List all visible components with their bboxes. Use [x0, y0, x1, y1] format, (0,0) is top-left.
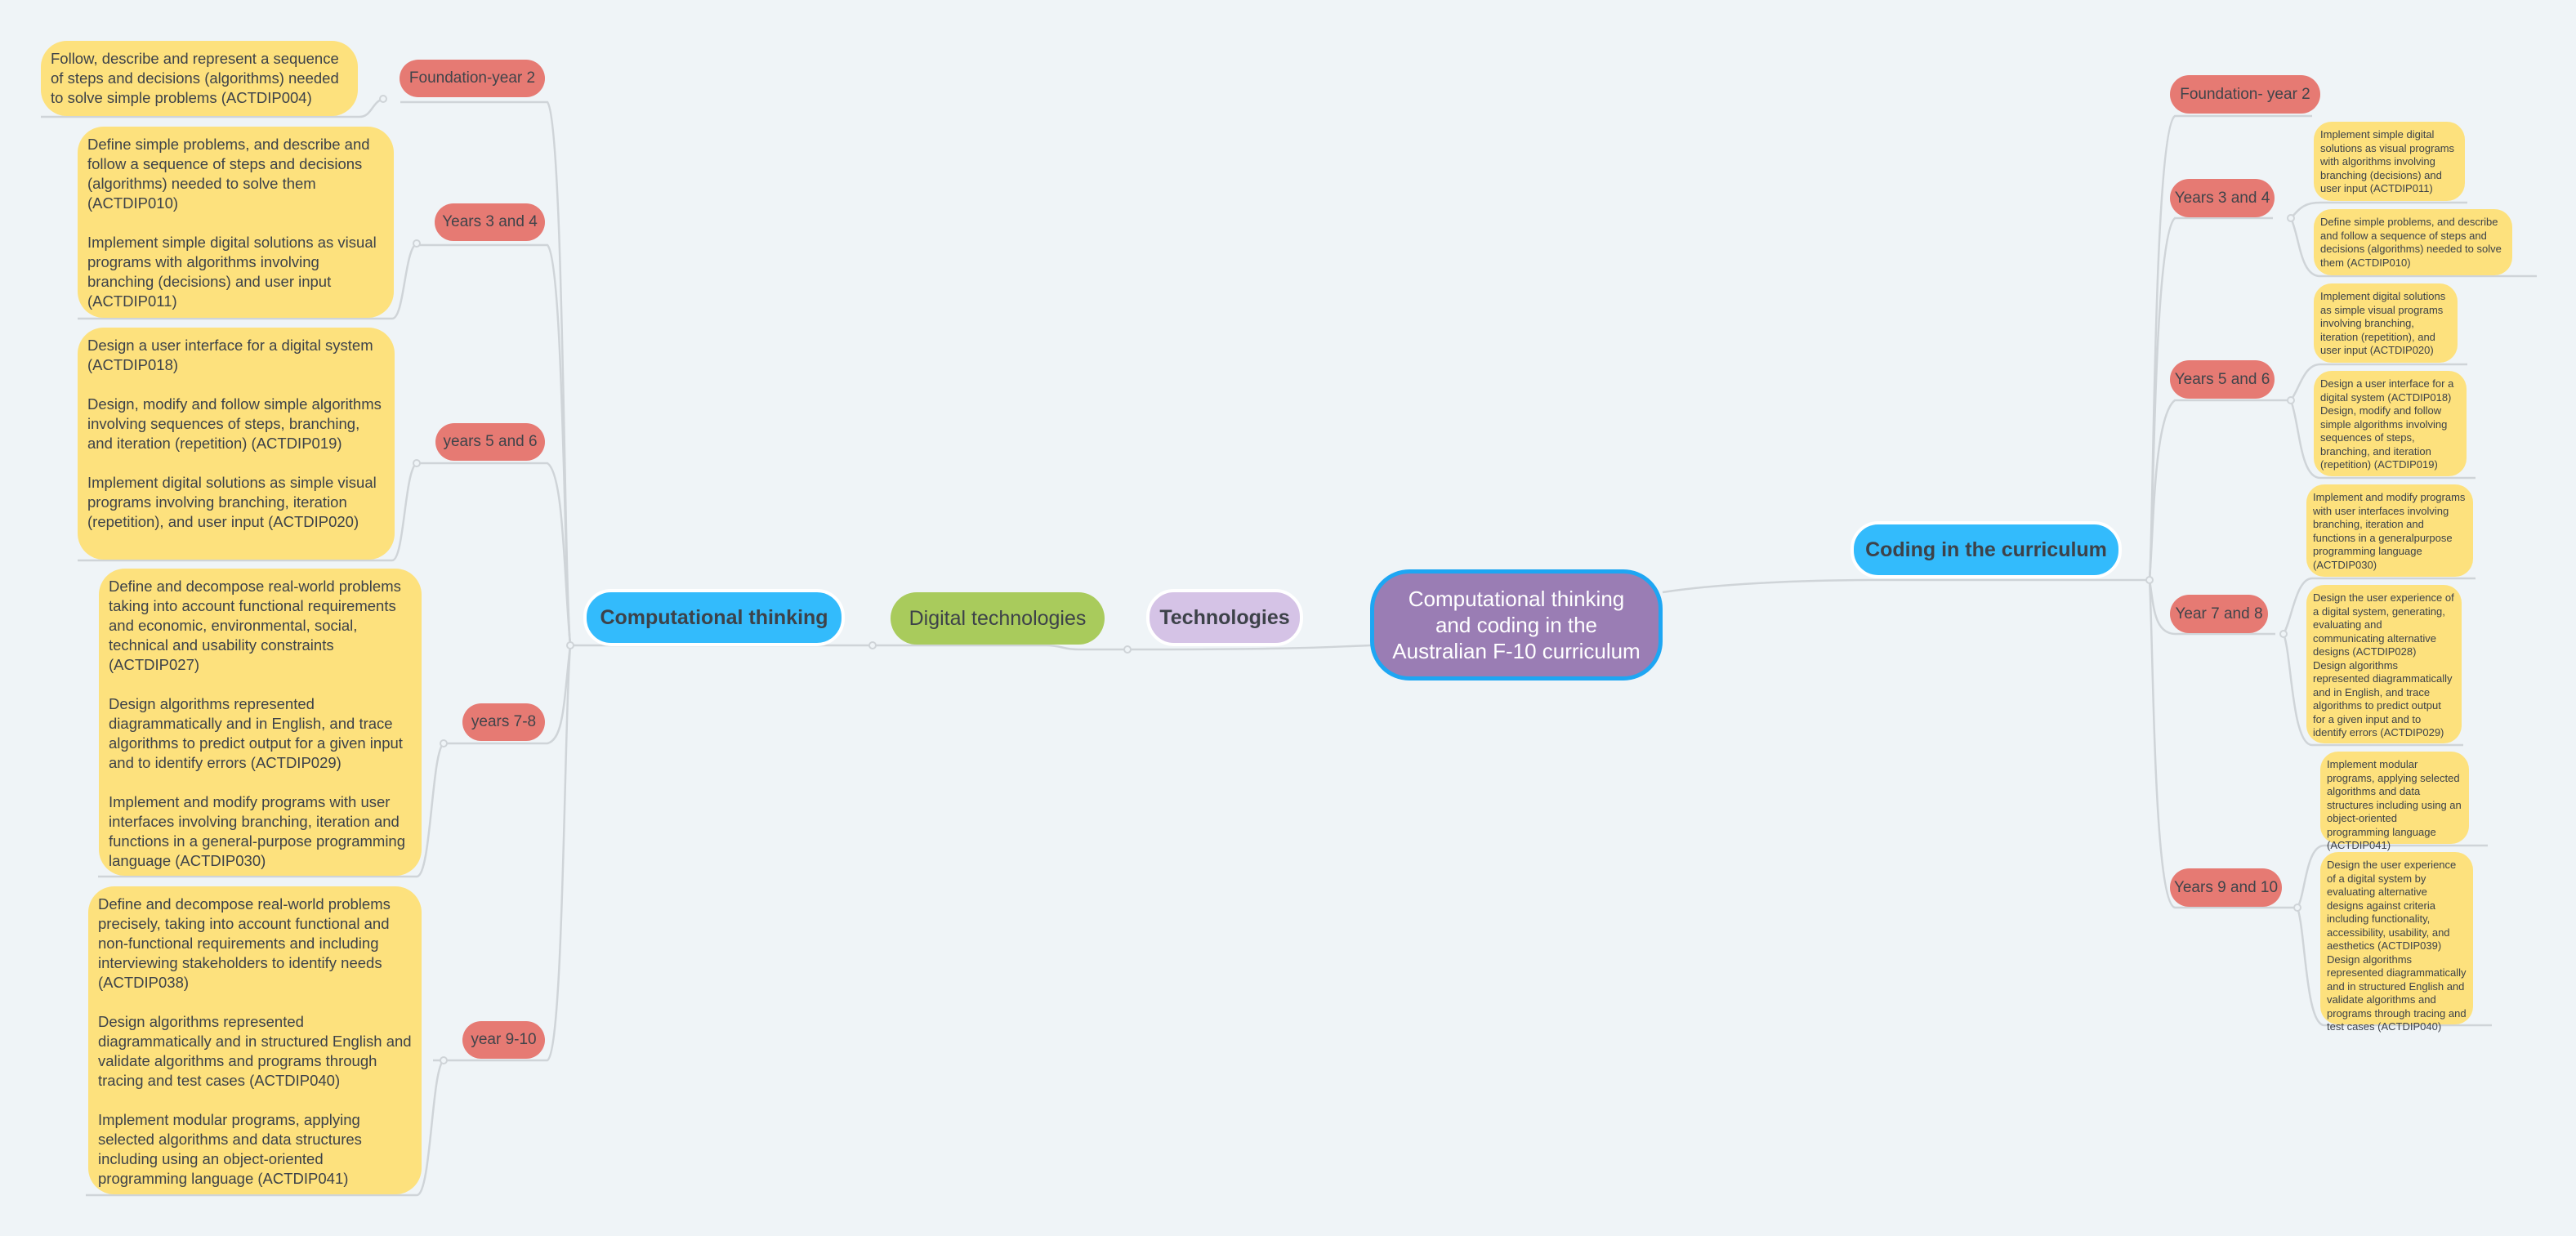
topic-computational-thinking[interactable]: Computational thinking — [583, 589, 845, 646]
note-actdip004[interactable]: Follow, describe and represent a sequenc… — [41, 41, 358, 116]
year-topic-foundation-year-2[interactable]: Foundation-year 2 — [400, 60, 545, 97]
connector-dot[interactable] — [379, 95, 387, 103]
note-text: Implement and modify programs with user … — [2313, 491, 2466, 571]
note-text: Design a user interface for a digital sy… — [2320, 377, 2454, 471]
note-text: Implement modular programs, applying sel… — [2327, 758, 2462, 851]
year-topic-years-9-and-10-right[interactable]: Years 9 and 10 — [2170, 868, 2282, 907]
year-topic-years-3-and-4-right[interactable]: Years 3 and 4 — [2170, 179, 2275, 217]
year-topic-foundation-year-2-right[interactable]: Foundation- year 2 — [2170, 75, 2320, 114]
year-label: Years 5 and 6 — [2174, 370, 2270, 388]
year-label: year 9-10 — [471, 1031, 537, 1048]
connector-dot[interactable] — [2145, 576, 2154, 584]
note-text: Design the user experience of a digital … — [2313, 591, 2454, 738]
note-text: Design the user experience of a digital … — [2327, 859, 2467, 1033]
connector-dot[interactable] — [1123, 645, 1132, 654]
note-actdip041-right[interactable]: Implement modular programs, applying sel… — [2320, 752, 2469, 851]
note-text: Define and decompose real-world problems… — [98, 895, 412, 1187]
connector-dot[interactable] — [413, 459, 421, 467]
note-years-3-4[interactable]: Define simple problems, and describe and… — [78, 127, 394, 318]
year-label: Years 3 and 4 — [2174, 189, 2270, 207]
note-year-9-10[interactable]: Define and decompose real-world problems… — [88, 886, 422, 1194]
year-label: Years 9 and 10 — [2173, 878, 2279, 896]
topic-label: Computational thinking — [600, 605, 828, 629]
topic-label: Technologies — [1159, 605, 1290, 629]
topic-label: Coding in the curriculum — [1865, 538, 2107, 561]
note-years-7-8[interactable]: Define and decompose real-world problems… — [99, 569, 422, 876]
topic-coding-in-the-curriculum[interactable]: Coding in the curriculum — [1851, 521, 2122, 578]
year-label: Year 7 and 8 — [2175, 605, 2263, 622]
note-text: Define simple problems, and describe and… — [87, 136, 377, 310]
note-actdip018-019-right[interactable]: Design a user interface for a digital sy… — [2314, 371, 2467, 476]
year-topic-years-7-8[interactable]: years 7-8 — [462, 703, 545, 741]
note-text: Define simple problems, and describe and… — [2320, 216, 2502, 269]
root-topic[interactable]: Computational thinking and coding in the… — [1370, 569, 1663, 680]
note-actdip030-right[interactable]: Implement and modify programs with user … — [2306, 484, 2473, 577]
note-text: Design a user interface for a digital sy… — [87, 337, 382, 530]
connector-dot[interactable] — [2287, 214, 2295, 222]
topic-digital-technologies[interactable]: Digital technologies — [891, 592, 1105, 645]
year-topic-year-7-and-8-right[interactable]: Year 7 and 8 — [2170, 595, 2268, 633]
year-label: years 5 and 6 — [443, 433, 538, 450]
note-actdip010-right[interactable]: Define simple problems, and describe and… — [2314, 209, 2512, 275]
connector-dot[interactable] — [2293, 904, 2301, 912]
note-text: Follow, describe and represent a sequenc… — [51, 50, 339, 106]
connector-dot[interactable] — [566, 641, 574, 649]
year-topic-year-9-10[interactable]: year 9-10 — [462, 1021, 545, 1059]
topic-label: Digital technologies — [909, 606, 1087, 630]
note-actdip020-right[interactable]: Implement digital solutions as simple vi… — [2314, 283, 2458, 363]
note-actdip028-029-right[interactable]: Design the user experience of a digital … — [2306, 585, 2462, 743]
year-label: years 7-8 — [471, 713, 537, 730]
topic-technologies[interactable]: Technologies — [1146, 589, 1303, 646]
connector-dot[interactable] — [440, 739, 448, 747]
root-topic-label: Computational thinking and coding in the… — [1392, 587, 1641, 663]
note-text: Implement digital solutions as simple vi… — [2320, 290, 2446, 356]
note-text: Define and decompose real-world problems… — [109, 578, 406, 869]
year-topic-years-5-and-6-right[interactable]: Years 5 and 6 — [2170, 360, 2275, 399]
year-label: Foundation- year 2 — [2180, 85, 2310, 103]
note-text: Implement simple digital solutions as vi… — [2320, 128, 2455, 194]
year-label: Foundation-year 2 — [408, 69, 536, 87]
connector-dot[interactable] — [868, 641, 877, 649]
year-label: Years 3 and 4 — [442, 213, 538, 230]
connector-dot[interactable] — [2287, 396, 2295, 404]
note-years-5-6[interactable]: Design a user interface for a digital sy… — [78, 328, 395, 560]
connector-dot[interactable] — [413, 239, 421, 248]
year-topic-years-3-and-4[interactable]: Years 3 and 4 — [435, 203, 545, 241]
connector-dot[interactable] — [440, 1056, 448, 1064]
note-actdip011-right[interactable]: Implement simple digital solutions as vi… — [2314, 122, 2465, 201]
connector-dot[interactable] — [2279, 630, 2288, 638]
year-topic-years-5-and-6[interactable]: years 5 and 6 — [435, 423, 545, 461]
note-actdip039-040-right[interactable]: Design the user experience of a digital … — [2320, 852, 2473, 1033]
